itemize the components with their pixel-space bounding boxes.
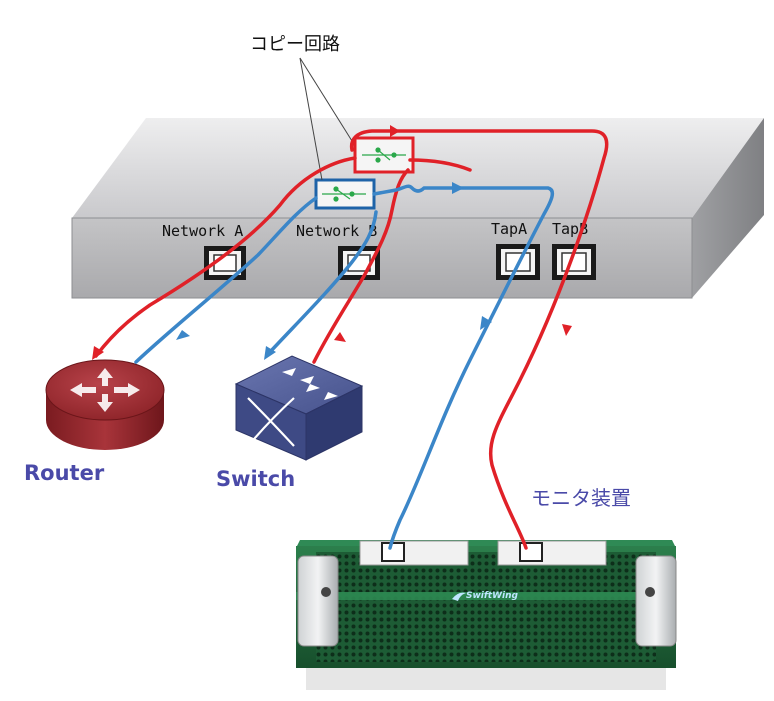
port-label-network-b: Network B <box>296 222 377 240</box>
red-path-to-router <box>94 156 357 358</box>
switch-label: Switch <box>216 467 295 491</box>
chassis-top <box>72 118 764 218</box>
router-icon <box>45 359 165 450</box>
arrow-icon <box>264 346 276 360</box>
copy-circuit-label: コピー回路 <box>250 34 340 55</box>
copy-circuit-red <box>353 136 415 174</box>
port-network-b <box>338 246 380 280</box>
arrow-icon <box>334 332 346 342</box>
port-label-tap-a: TapA <box>491 220 527 238</box>
copy-circuit-icon <box>362 147 406 163</box>
port-icon <box>213 254 237 272</box>
port-icon <box>519 542 543 562</box>
monitor-label: モニタ装置 <box>531 486 631 510</box>
copy-circuit-blue <box>314 178 376 210</box>
red-path-to-monitor <box>349 129 609 550</box>
arrow-icon <box>562 324 572 336</box>
arrow-icon <box>452 182 464 194</box>
blue-path-from-router <box>134 196 318 364</box>
chassis-right-side <box>692 118 764 298</box>
red-arrows <box>92 125 572 360</box>
switch-icon <box>234 355 364 461</box>
blue-arrows <box>176 182 492 360</box>
callout-lines <box>299 57 353 181</box>
monitor-brand-label: SwiftWing <box>466 591 519 601</box>
red-path-copy-out <box>408 158 472 172</box>
copy-circuit-icon <box>322 186 366 202</box>
brand-logo-icon <box>452 592 466 601</box>
blue-path-to-monitor <box>372 184 555 550</box>
tap-chassis <box>71 118 764 299</box>
arrow-icon <box>480 316 492 330</box>
port-label-network-a: Network A <box>162 222 243 240</box>
arrow-icon <box>92 346 104 360</box>
port-network-a <box>204 246 246 280</box>
arrow-icon <box>390 125 400 137</box>
arrow-icon <box>176 330 190 340</box>
port-icon <box>381 542 405 562</box>
blue-flows <box>134 184 555 550</box>
router-label: Router <box>24 461 105 485</box>
monitor-device: SwiftWing <box>296 540 677 690</box>
blue-path-to-switch <box>268 210 378 354</box>
